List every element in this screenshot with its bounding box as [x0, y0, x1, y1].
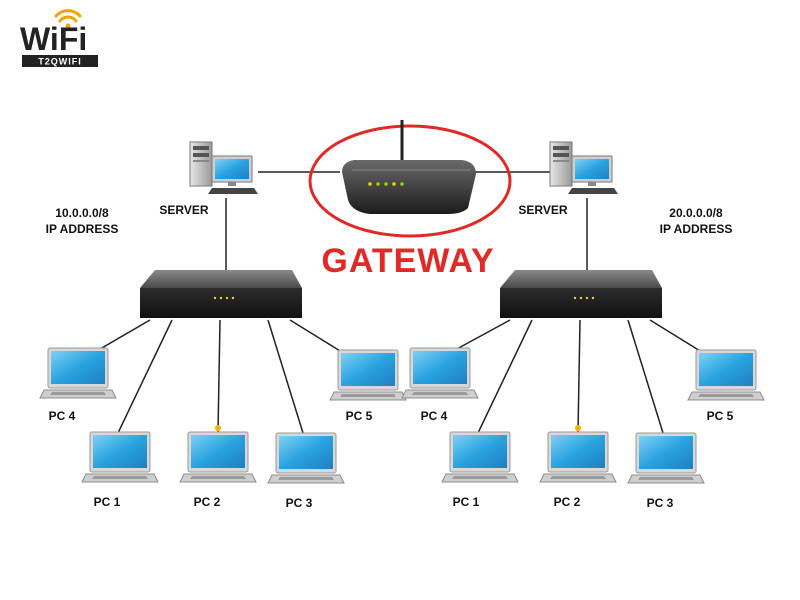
- left-pc-4-label: PC 4: [49, 409, 76, 423]
- laptop-icon: [267, 432, 345, 484]
- laptop-icon: [539, 431, 617, 483]
- right-pc-3: [627, 432, 705, 484]
- left-switch: [140, 270, 302, 318]
- logo-tagline: T2QWIFI: [38, 57, 82, 67]
- logo-wordmark: WiFi: [20, 21, 87, 57]
- laptop-icon: [39, 347, 117, 399]
- wifi-signal-icon: [54, 9, 82, 29]
- left-pc-3-label: PC 3: [286, 496, 313, 510]
- right-network-address: 20.0.0.0/8: [669, 206, 723, 220]
- laptop-icon: [401, 347, 479, 399]
- left-pc-2: [179, 425, 257, 483]
- laptop-icon: [441, 431, 519, 483]
- laptop-icon: [687, 349, 765, 401]
- right-pc-4: [401, 347, 479, 399]
- server-workstation-icon: [189, 141, 259, 195]
- right-pc-1: [441, 431, 519, 483]
- left-pc-5-label: PC 5: [346, 409, 373, 423]
- gateway-label: GATEWAY: [321, 242, 494, 280]
- right-pc-5: [687, 349, 765, 401]
- laptop-icon: [627, 432, 705, 484]
- right-pc-1-label: PC 1: [453, 495, 480, 509]
- gateway-router: [308, 120, 512, 238]
- right-server-label: SERVER: [518, 203, 567, 217]
- right-pc-2: [539, 425, 617, 483]
- gateway-highlight-ring: [308, 124, 512, 238]
- left-pc-4: [39, 347, 117, 399]
- laptop-icon: [81, 431, 159, 483]
- right-pc-3-label: PC 3: [647, 496, 674, 510]
- laptop-icon: [179, 431, 257, 483]
- right-switch: [500, 270, 662, 318]
- left-pc-1: [81, 431, 159, 483]
- left-pc-2-label: PC 2: [194, 495, 221, 509]
- right-pc-2-label: PC 2: [554, 495, 581, 509]
- network-links: [94, 171, 706, 434]
- left-network-caption: IP ADDRESS: [46, 222, 119, 236]
- logo-tagline-bar: [22, 55, 98, 67]
- left-network-address: 10.0.0.0/8: [55, 206, 109, 220]
- laptop-icon: [329, 349, 407, 401]
- brand-logo: WiFi T2QWIFI: [20, 9, 98, 67]
- server-workstation-icon: [549, 141, 619, 195]
- right-server: [549, 141, 619, 195]
- left-server-label: SERVER: [159, 203, 208, 217]
- right-pc-5-label: PC 5: [707, 409, 734, 423]
- router-body: [342, 160, 476, 214]
- left-server: [189, 141, 259, 195]
- left-pc-5: [329, 349, 407, 401]
- left-pc-3: [267, 432, 345, 484]
- right-pc-4-label: PC 4: [421, 409, 448, 423]
- right-network-caption: IP ADDRESS: [660, 222, 733, 236]
- left-pc-1-label: PC 1: [94, 495, 121, 509]
